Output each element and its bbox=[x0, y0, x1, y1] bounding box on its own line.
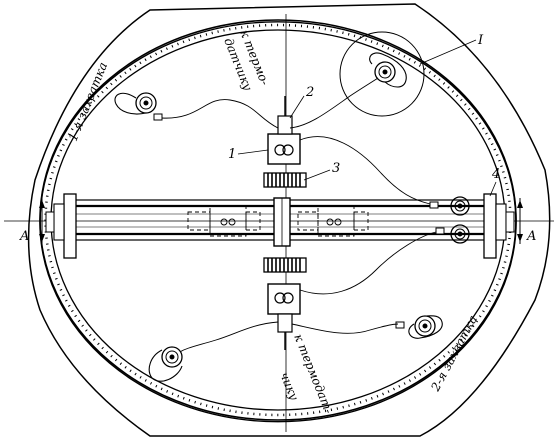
callout-1-label: 1 bbox=[228, 147, 236, 162]
outer-boundary bbox=[27, 3, 551, 437]
detail-leader bbox=[419, 39, 477, 65]
sensor-housing-top bbox=[267, 96, 301, 165]
callout-2-leader bbox=[289, 95, 305, 119]
detail-circle bbox=[339, 31, 425, 117]
pulley-upper-left bbox=[135, 92, 157, 114]
sensor-bottom-label-1: к термодат- bbox=[291, 332, 336, 416]
pulley-beam-upper bbox=[450, 196, 470, 216]
zone-2-label: 2-я захватка bbox=[428, 313, 480, 394]
wire-loops bbox=[114, 52, 443, 382]
pulley-lower-right bbox=[414, 315, 436, 337]
sensor-housing-bottom bbox=[267, 283, 301, 350]
callout-detail-label: I bbox=[477, 33, 484, 48]
roller-top bbox=[263, 172, 307, 188]
measurement-wires bbox=[161, 77, 437, 353]
beam-end-left bbox=[45, 193, 77, 259]
sensor-bottom-label-2: чику bbox=[277, 370, 301, 402]
hidden-clamp-circles bbox=[220, 218, 342, 226]
beam-terminals bbox=[429, 201, 445, 235]
pulley-upper-right bbox=[374, 61, 396, 83]
wire-clips bbox=[153, 113, 405, 329]
beam-end-right bbox=[483, 193, 515, 259]
callout-4-leader bbox=[489, 181, 497, 197]
roller-bottom bbox=[263, 257, 307, 273]
callout-3-leader bbox=[303, 169, 331, 181]
section-arrow-right bbox=[517, 198, 523, 244]
pulley-beam-lower bbox=[450, 224, 470, 244]
hidden-clamp-blocks bbox=[187, 205, 369, 237]
section-arrow-left bbox=[39, 198, 45, 244]
callout-4-label: 4 bbox=[491, 167, 500, 182]
section-label-left: A bbox=[19, 229, 29, 244]
section-label-right: A bbox=[526, 229, 536, 244]
pulley-lower-left bbox=[161, 346, 183, 368]
callout-2-label: 2 bbox=[305, 85, 314, 100]
callout-3-label: 3 bbox=[332, 161, 340, 176]
callout-1-leader bbox=[237, 149, 269, 155]
